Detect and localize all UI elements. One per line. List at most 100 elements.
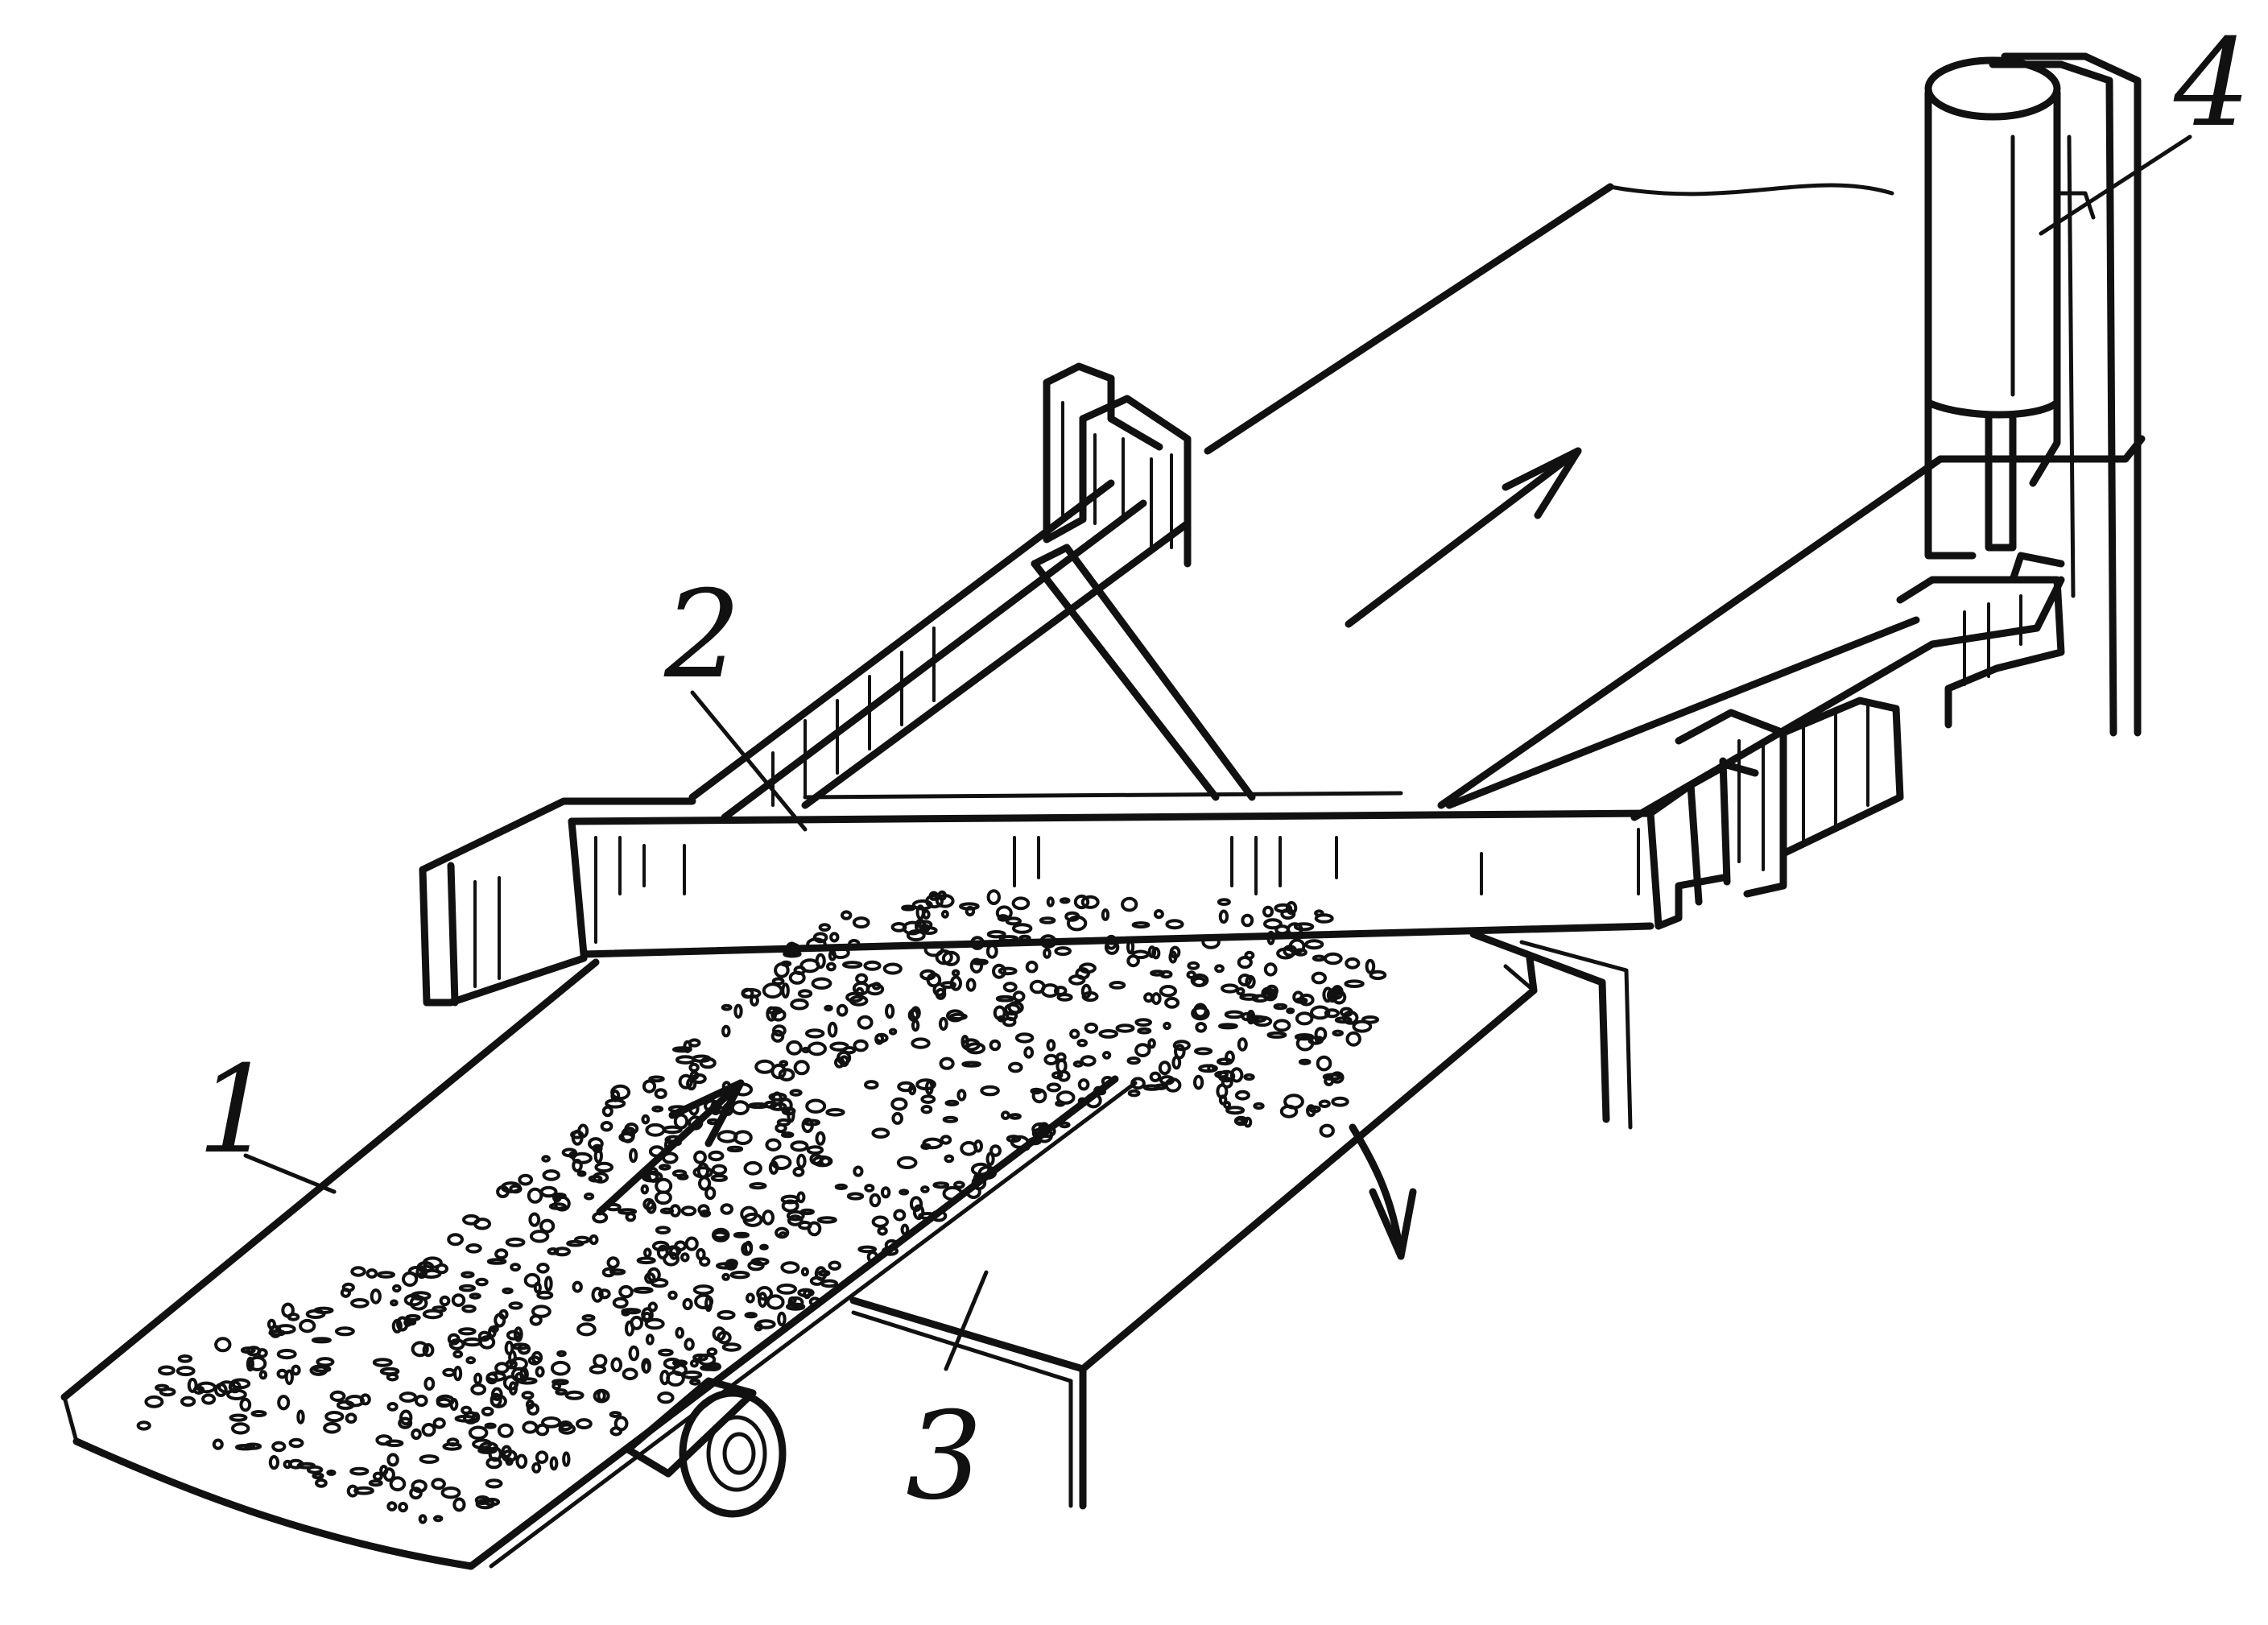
ore-particle xyxy=(969,957,984,974)
conveyor-belt-near xyxy=(60,958,1138,1570)
ore-particle xyxy=(458,1327,477,1336)
ore-particle xyxy=(877,1226,888,1236)
ore-particle xyxy=(584,1192,595,1201)
ore-particle xyxy=(721,1024,731,1038)
ore-particle xyxy=(518,1173,534,1186)
ore-particle xyxy=(423,1376,436,1391)
ore-particle xyxy=(1031,1122,1049,1136)
ore-particle xyxy=(800,1267,810,1277)
ore-particle xyxy=(692,1284,714,1296)
ore-particle xyxy=(158,1365,176,1376)
ore-particle xyxy=(658,1164,671,1171)
ore-particle xyxy=(646,1200,657,1214)
ore-particle xyxy=(372,1471,383,1482)
ore-particle xyxy=(965,978,977,992)
ore-particle xyxy=(1101,908,1110,921)
ore-particle xyxy=(890,922,907,932)
ore-particle xyxy=(543,1276,553,1292)
ore-particle xyxy=(1021,1143,1031,1152)
ore-particle xyxy=(651,1278,669,1288)
ore-particle xyxy=(1005,916,1022,926)
ore-particle xyxy=(299,1318,316,1333)
ore-particle xyxy=(609,1268,626,1276)
ore-particle xyxy=(1285,901,1298,916)
ore-particle xyxy=(717,1309,736,1321)
ore-particle xyxy=(992,963,1006,979)
ore-particle xyxy=(805,1098,827,1114)
ore-particle xyxy=(825,1108,845,1117)
ore-particle xyxy=(1194,1047,1213,1056)
ore-particle xyxy=(1304,939,1324,950)
ore-particle xyxy=(641,1307,654,1323)
ore-particle xyxy=(1241,913,1254,928)
ore-particle xyxy=(276,1368,288,1379)
ore-particle xyxy=(410,1291,432,1301)
ore-particle xyxy=(508,1381,518,1396)
ore-particle xyxy=(1147,1038,1156,1049)
ore-particle xyxy=(1193,1003,1208,1019)
ore-particle xyxy=(697,1204,710,1216)
ore-particle xyxy=(1059,1121,1071,1129)
ore-particle xyxy=(829,1041,849,1052)
ore-particle xyxy=(315,1478,328,1488)
ore-particle xyxy=(1266,930,1275,945)
ore-particle xyxy=(1002,1016,1017,1028)
ore-particle xyxy=(960,1035,969,1048)
ore-particle xyxy=(790,998,809,1011)
ore-particle xyxy=(510,1263,521,1272)
ore-particle xyxy=(853,1165,864,1177)
ore-particle xyxy=(874,1033,885,1045)
ore-particle xyxy=(612,1296,629,1309)
ore-particle xyxy=(1006,1135,1022,1143)
ore-particle xyxy=(555,1388,568,1396)
ore-particle xyxy=(781,1199,799,1213)
ore-particle xyxy=(1293,922,1315,932)
ore-particle xyxy=(980,1085,1000,1097)
ore-particle xyxy=(1245,974,1256,989)
ore-particle xyxy=(733,1130,753,1145)
ore-particle xyxy=(1273,1019,1291,1032)
ore-particle xyxy=(552,1382,562,1391)
ore-particle xyxy=(759,1243,769,1251)
ore-particle xyxy=(696,1247,706,1261)
ore-particle xyxy=(446,1437,460,1447)
ore-particle xyxy=(651,1240,670,1252)
ore-particle xyxy=(461,1305,477,1313)
ore-particle xyxy=(748,1102,769,1110)
ore-particle xyxy=(529,1314,543,1326)
ore-particle xyxy=(642,1079,657,1094)
ore-particle xyxy=(730,1100,750,1115)
ore-particle xyxy=(377,1271,396,1279)
ore-particle xyxy=(523,1272,541,1288)
ore-particle xyxy=(1029,979,1046,994)
ore-particle xyxy=(1027,1136,1042,1146)
ore-particle xyxy=(786,1209,805,1222)
ore-particle xyxy=(1283,945,1298,957)
ore-particle xyxy=(1318,1099,1331,1109)
ore-particle xyxy=(528,1212,541,1227)
ore-particle xyxy=(1190,973,1209,987)
ore-particle xyxy=(541,1155,551,1163)
ore-particle xyxy=(350,1298,370,1309)
ore-particle xyxy=(452,1350,464,1358)
ore-particle xyxy=(925,894,944,909)
ore-particle xyxy=(960,1141,978,1156)
ore-particle xyxy=(938,1016,948,1032)
ore-particle xyxy=(419,1454,440,1464)
ore-particle xyxy=(772,1024,787,1037)
ore-particle xyxy=(1331,1096,1349,1107)
ore-particle xyxy=(1334,1016,1353,1024)
ore-particle xyxy=(187,1377,198,1393)
ore-particle xyxy=(909,1196,923,1212)
ore-particle xyxy=(965,1185,981,1199)
ore-particle xyxy=(1345,1031,1361,1047)
ore-particle xyxy=(920,1104,933,1114)
ore-particle xyxy=(1187,961,1200,970)
ore-particle xyxy=(609,1411,622,1418)
ore-particle xyxy=(676,1173,689,1181)
ore-particle xyxy=(1009,1113,1022,1120)
ore-particle xyxy=(806,1145,824,1155)
ore-particle xyxy=(935,949,953,965)
ore-particle xyxy=(696,1162,710,1179)
ore-particle xyxy=(848,939,861,949)
